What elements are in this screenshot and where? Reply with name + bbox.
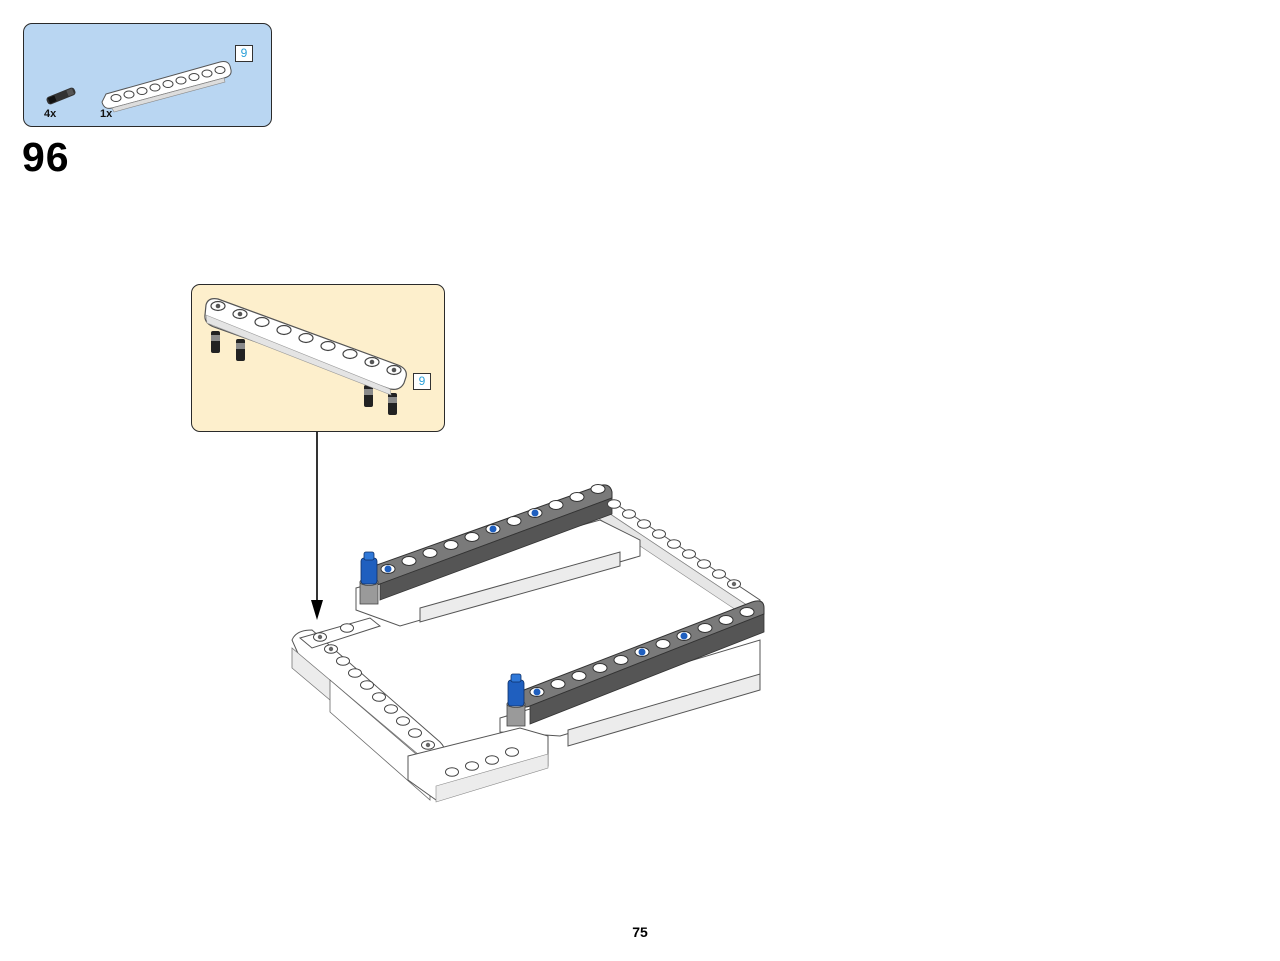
left-beam-holes xyxy=(313,623,435,750)
left-beam-axle-holes xyxy=(317,581,737,748)
placement-arrow xyxy=(311,432,323,620)
axle-pin-icon xyxy=(46,87,76,105)
parts-list-box: 4x 1x 9 xyxy=(23,23,272,127)
subassembly-callout: 9 xyxy=(191,284,445,432)
liftarm-9-icon xyxy=(101,61,232,113)
callout-length-tag: 9 xyxy=(413,373,431,390)
page-number: 75 xyxy=(632,924,648,940)
liftarm-length-tag: 9 xyxy=(235,45,253,62)
back-beam-blue-pins xyxy=(384,509,539,573)
lower-white-supports xyxy=(355,519,761,747)
front-bottom-beam-holes xyxy=(445,747,519,777)
blue-pin-left xyxy=(359,551,379,605)
blue-pin-right xyxy=(506,673,526,727)
axle-pin-quantity: 4x xyxy=(44,108,57,120)
subassembly-liftarm-with-pins-icon xyxy=(204,298,407,415)
back-beam-holes xyxy=(380,484,606,574)
front-beam-blue-pins xyxy=(533,632,688,696)
liftarm-quantity: 1x xyxy=(100,108,113,120)
step-number: 96 xyxy=(22,134,70,180)
right-beam-holes xyxy=(607,499,741,589)
front-beam-holes xyxy=(529,607,755,697)
parts-list-drawing xyxy=(46,61,232,113)
